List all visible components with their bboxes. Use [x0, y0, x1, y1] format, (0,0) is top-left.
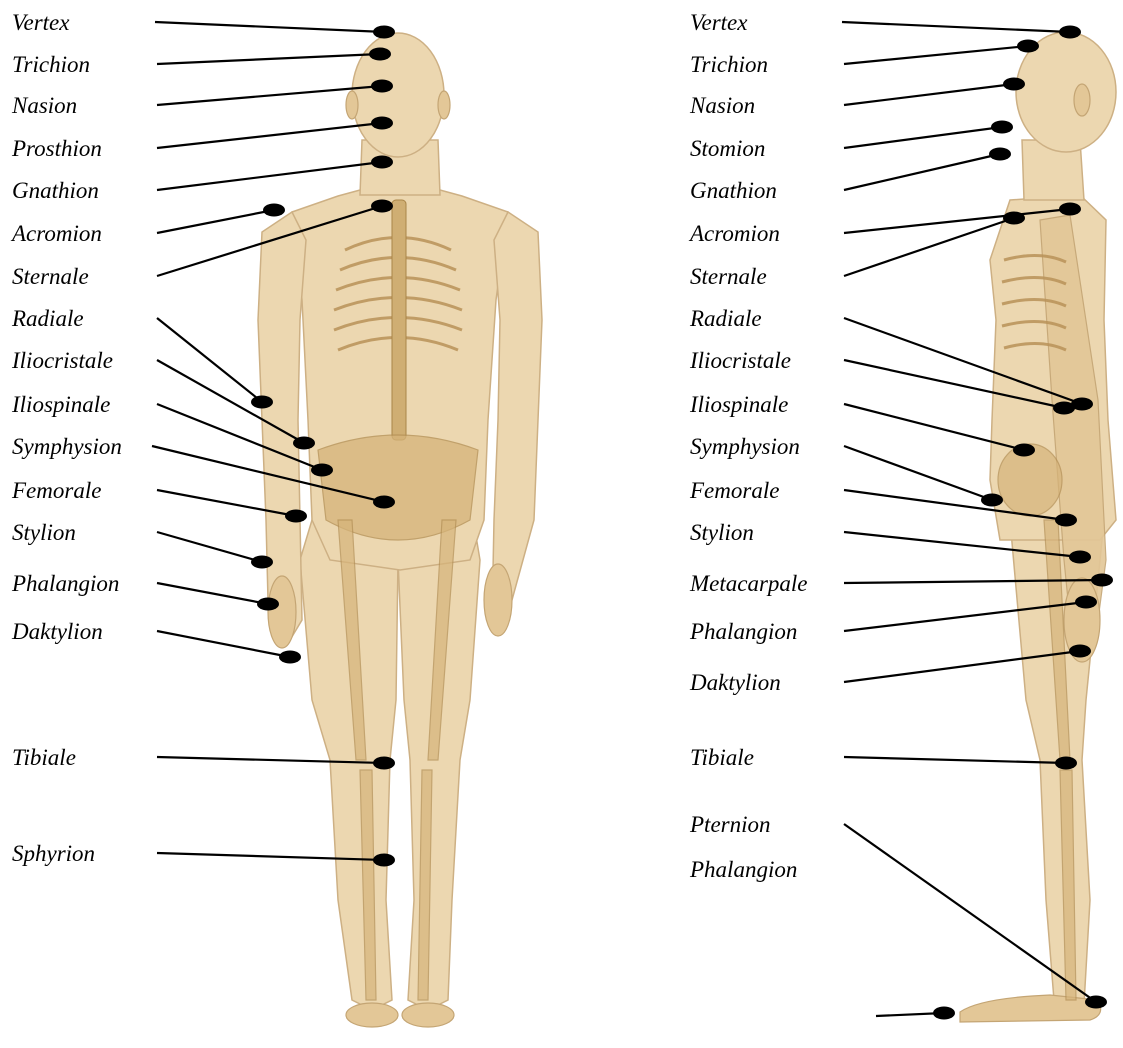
side-leader-line-stomion-3 — [844, 127, 1002, 148]
side-leader-line-gnathion-4 — [844, 154, 1000, 190]
front-label-acromion-5: Acromion — [10, 221, 102, 246]
side-label-daktylion-15: Daktylion — [689, 670, 781, 695]
side-label-stylion-12: Stylion — [690, 520, 754, 545]
side-landmark-dot-metacarpale-13 — [1091, 574, 1113, 587]
side-landmark-dot-pternion-17 — [1085, 996, 1107, 1009]
side-label-iliospinale-9: Iliospinale — [689, 392, 788, 417]
front-landmark-dot-prosthion-3 — [371, 117, 393, 130]
side-label-iliocristale-8: Iliocristale — [689, 348, 791, 373]
side-leader-line-vertex-0 — [842, 22, 1070, 32]
front-landmark-dot-femorale-11 — [285, 510, 307, 523]
side-label-gnathion-4: Gnathion — [690, 178, 777, 203]
side-landmark-dot-stomion-3 — [991, 121, 1013, 134]
side-label-pternion-17: Pternion — [689, 812, 771, 837]
side-leader-line-tibiale-16 — [844, 757, 1066, 763]
front-landmark-dot-iliospinale-9 — [311, 464, 333, 477]
front-landmark-dot-sphyrion-16 — [373, 854, 395, 867]
side-landmark-dot-stylion-12 — [1069, 551, 1091, 564]
front-landmark-dot-radiale-7 — [251, 396, 273, 409]
front-label-nasion-2: Nasion — [11, 93, 77, 118]
side-landmark-dot-vertex-0 — [1059, 26, 1081, 39]
front-landmark-dot-gnathion-4 — [371, 156, 393, 169]
front-landmark-dot-stylion-12 — [251, 556, 273, 569]
front-landmark-dot-symphysion-10 — [373, 496, 395, 509]
side-landmark-dot-femorale-11 — [1055, 514, 1077, 527]
side-label-radiale-7: Radiale — [689, 306, 762, 331]
side-landmark-dot-tibiale-16 — [1055, 757, 1077, 770]
side-label-sternale-6: Sternale — [690, 264, 767, 289]
front-label-gnathion-4: Gnathion — [12, 178, 99, 203]
side-body-figure — [960, 32, 1116, 1022]
side-landmark-dot-iliospinale-9 — [1013, 444, 1035, 457]
side-landmark-dot-phalangion-14 — [1075, 596, 1097, 609]
front-label-prosthion-3: Prosthion — [11, 136, 102, 161]
side-landmark-dot-trichion-1 — [1017, 40, 1039, 53]
front-body-figure — [258, 33, 542, 1027]
front-leader-line-stylion-12 — [157, 532, 262, 562]
front-label-iliospinale-9: Iliospinale — [11, 392, 110, 417]
front-landmark-dot-acromion-5 — [263, 204, 285, 217]
front-leader-line-vertex-0 — [155, 22, 384, 32]
side-landmark-dot-acromion-5 — [1059, 203, 1081, 216]
front-label-daktylion-14: Daktylion — [11, 619, 103, 644]
front-leader-line-phalangion-13 — [157, 583, 268, 604]
front-leader-line-prosthion-3 — [157, 123, 382, 148]
side-leader-line-nasion-2 — [844, 84, 1014, 105]
side-landmark-dot-daktylion-15 — [1069, 645, 1091, 658]
front-leader-line-gnathion-4 — [157, 162, 382, 190]
front-landmark-dot-trichion-1 — [369, 48, 391, 61]
front-label-trichion-1: Trichion — [12, 52, 90, 77]
front-label-sphyrion-16: Sphyrion — [12, 841, 95, 866]
side-leader-line-trichion-1 — [844, 46, 1028, 64]
side-label-vertex-0: Vertex — [690, 10, 748, 35]
front-landmark-dot-nasion-2 — [371, 80, 393, 93]
side-label-femorale-11: Femorale — [689, 478, 779, 503]
side-landmark-dot-gnathion-4 — [989, 148, 1011, 161]
side-label-tibiale-16: Tibiale — [690, 745, 754, 770]
front-label-stylion-12: Stylion — [12, 520, 76, 545]
front-label-sternale-6: Sternale — [12, 264, 89, 289]
side-label-metacarpale-13: Metacarpale — [689, 571, 808, 596]
side-landmark-dot-nasion-2 — [1003, 78, 1025, 91]
front-label-vertex-0: Vertex — [12, 10, 70, 35]
front-landmark-dot-tibiale-15 — [373, 757, 395, 770]
front-label-femorale-11: Femorale — [11, 478, 101, 503]
front-label-iliocristale-8: Iliocristale — [11, 348, 113, 373]
front-label-phalangion-13: Phalangion — [11, 571, 119, 596]
front-landmark-dot-sternale-6 — [371, 200, 393, 213]
front-leader-line-daktylion-14 — [157, 631, 290, 657]
side-landmark-dot-symphysion-10 — [981, 494, 1003, 507]
side-label-stomion-3: Stomion — [690, 136, 765, 161]
side-label-phalangion-14: Phalangion — [689, 619, 797, 644]
side-label-symphysion-10: Symphysion — [690, 434, 800, 459]
front-label-tibiale-15: Tibiale — [12, 745, 76, 770]
side-leader-line-sternale-6 — [844, 218, 1014, 276]
side-landmark-dot-iliocristale-8 — [1053, 402, 1075, 415]
front-landmark-dot-daktylion-14 — [279, 651, 301, 664]
front-leader-line-acromion-5 — [157, 210, 274, 233]
front-label-symphysion-10: Symphysion — [12, 434, 122, 459]
side-landmark-dot-phalangion-18 — [933, 1007, 955, 1020]
side-landmark-dot-sternale-6 — [1003, 212, 1025, 225]
side-label-nasion-2: Nasion — [689, 93, 755, 118]
front-landmark-dot-iliocristale-8 — [293, 437, 315, 450]
side-label-trichion-1: Trichion — [690, 52, 768, 77]
front-label-radiale-7: Radiale — [11, 306, 84, 331]
side-label-acromion-5: Acromion — [688, 221, 780, 246]
side-label-phalangion-18: Phalangion — [689, 857, 797, 882]
front-landmark-dot-vertex-0 — [373, 26, 395, 39]
front-landmark-dot-phalangion-13 — [257, 598, 279, 611]
front-leader-line-trichion-1 — [157, 54, 380, 64]
